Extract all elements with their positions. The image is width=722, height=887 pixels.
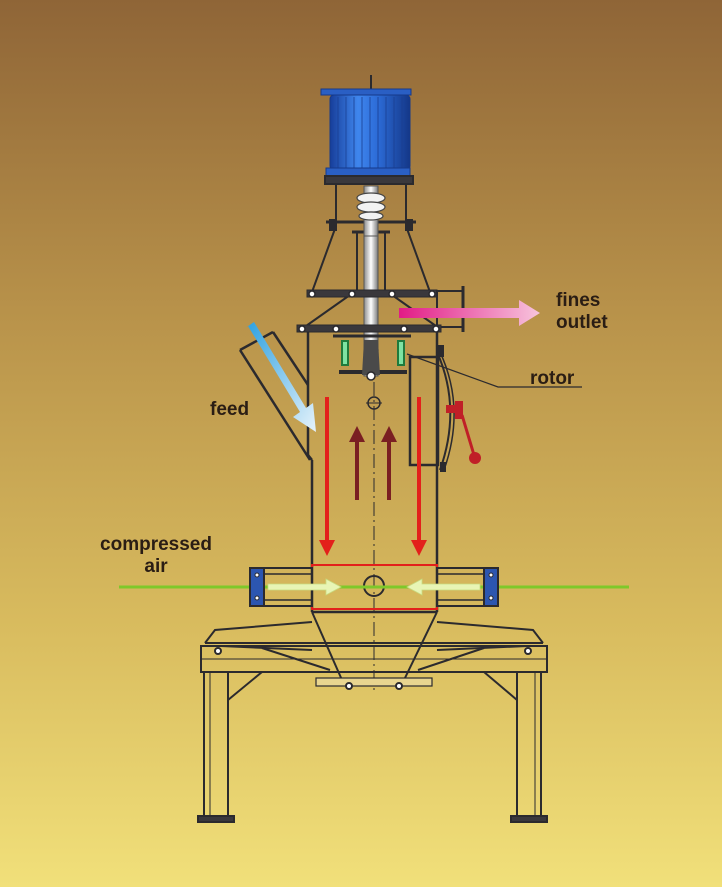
base-frame [197, 621, 548, 823]
classifier-head [296, 324, 442, 333]
coupling [356, 185, 386, 237]
rotor-label: rotor [530, 368, 575, 389]
right-nozzle-housing [436, 567, 499, 607]
rotor-assembly [333, 334, 411, 381]
fines-outlet-arrow [399, 300, 540, 326]
rotor-leader-line [406, 353, 582, 388]
compressed-air-label: compressed air [92, 534, 220, 578]
downward-flow-arrows [319, 397, 427, 556]
feed-label: feed [210, 399, 250, 420]
fines-outlet-label-line2: outlet [556, 312, 608, 333]
center-marker [366, 396, 382, 410]
feed-chute [238, 330, 312, 461]
door-handle [446, 401, 481, 464]
upper-flange [306, 286, 465, 332]
motor [320, 75, 412, 177]
fines-outlet-label: fines outlet [556, 290, 608, 334]
fines-outlet-label-line1: fines [556, 290, 601, 311]
feed-arrow [244, 322, 316, 432]
nozzle-jet-arrows [267, 578, 481, 596]
compressed-air-label-line1: compressed [100, 534, 212, 555]
compressed-air-label-line2: air [144, 556, 168, 577]
upward-flow-arrows [349, 426, 397, 500]
